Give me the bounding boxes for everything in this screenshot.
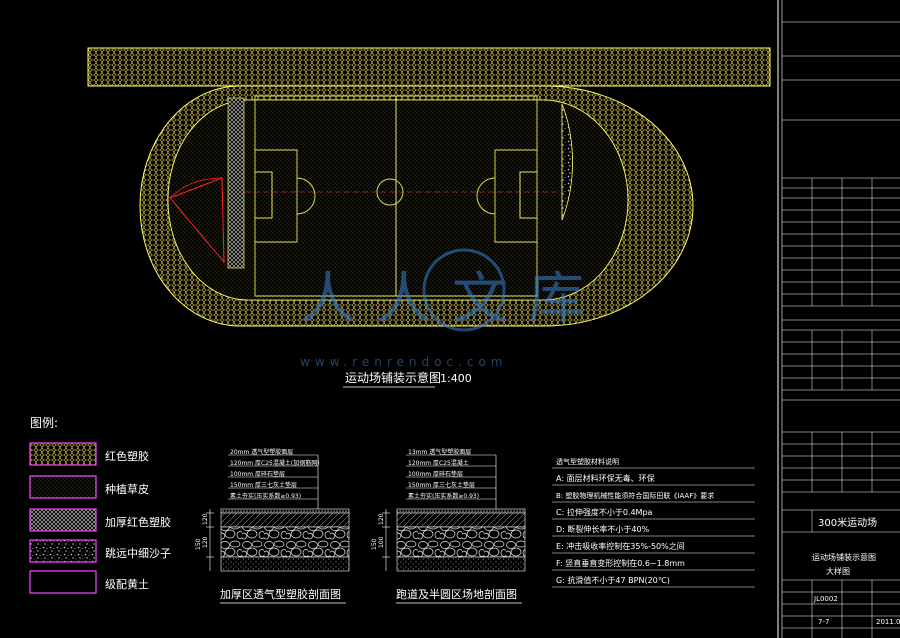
watermark-text: 人人文库 bbox=[300, 267, 604, 332]
notes-item: C: 拉伸强度不小于0.4Mpa bbox=[556, 507, 653, 517]
section-right-line: 120mm 厚C25混凝土 bbox=[408, 459, 469, 467]
section-left-leader bbox=[228, 454, 319, 512]
section-right-line: 13mm 透气型塑胶面层 bbox=[408, 448, 471, 456]
section-left: 20mm 透气型塑胶面层 120mm 厚C25混凝土(加钢筋网) 100mm 厚… bbox=[195, 448, 350, 604]
title-block bbox=[782, 21, 900, 638]
drawing-name-1: 运动场铺装示意图 bbox=[812, 552, 876, 562]
notes-item: F: 竖直垂直变形控制在0.6~1.8mm bbox=[556, 558, 685, 568]
section-left-line: 150mm 厚三七灰土垫层 bbox=[230, 481, 297, 489]
legend-swatch-grass bbox=[29, 475, 97, 499]
sand-pit bbox=[561, 103, 573, 221]
section-right: 13mm 透气型塑胶面层 120mm 厚C25混凝土 100mm 厚碎石垫层 1… bbox=[371, 448, 526, 604]
drawing-date: 2011.06 bbox=[876, 618, 900, 626]
section-right-dim: 120 bbox=[378, 513, 385, 525]
notes-item: E: 冲击吸收率控制在35%-50%之间 bbox=[556, 541, 685, 551]
legend-label: 红色塑胶 bbox=[105, 449, 149, 463]
section-right-caption: 跑道及半圆区场地剖面图 bbox=[396, 587, 517, 601]
notes-item: D: 断裂伸长率不小于40% bbox=[556, 524, 650, 534]
section-right-line: 素土夯实(压实系数≥0.93) bbox=[408, 492, 479, 500]
section-left-dim: 120 bbox=[202, 513, 209, 525]
section-right-dim: 150 bbox=[371, 538, 378, 550]
drawing-name-2: 大样图 bbox=[826, 566, 850, 576]
material-notes: 透气型塑胶材料说明 A: 面层材料环保无毒、环保 B: 塑胶物理机械性能须符合国… bbox=[552, 457, 755, 588]
legend: 图例: 红色塑胶 种植草皮 加厚红色塑胶 跳远中细沙子 级配黄土 bbox=[29, 416, 171, 594]
notes-item: B: 塑胶物理机械性能须符合国际田联《IAAF》要求 bbox=[556, 491, 714, 500]
plan-scale: 1:400 bbox=[440, 372, 472, 385]
legend-label: 跳远中细沙子 bbox=[105, 546, 171, 560]
section-left-line: 100mm 厚碎石垫层 bbox=[230, 470, 285, 478]
section-left-line: 20mm 透气型塑胶面层 bbox=[230, 448, 293, 456]
legend-label: 种植草皮 bbox=[105, 482, 149, 496]
section-right-line: 100mm 厚碎石垫层 bbox=[408, 470, 463, 478]
drawing-no: JL0002 bbox=[813, 595, 838, 603]
top-straight-band bbox=[87, 47, 771, 87]
football-pitch bbox=[245, 95, 560, 297]
watermark: 人人文库 www.renrendoc.com bbox=[300, 248, 604, 369]
notes-title: 透气型塑胶材料说明 bbox=[556, 457, 619, 466]
section-right-line: 150mm 厚三七灰土垫层 bbox=[408, 481, 475, 489]
section-left-caption: 加厚区透气型塑胶剖面图 bbox=[220, 587, 341, 601]
legend-swatch-soil bbox=[29, 570, 97, 594]
notes-item: A: 面层材料环保无毒、环保 bbox=[556, 473, 655, 483]
watermark-url: www.renrendoc.com bbox=[300, 355, 507, 369]
legend-label: 加厚红色塑胶 bbox=[105, 515, 171, 529]
thickened-rubber-strip bbox=[227, 97, 245, 269]
plan-title: 运动场铺装示意图 bbox=[345, 370, 441, 385]
project-name: 300米运动场 bbox=[818, 516, 877, 529]
legend-swatch-sand bbox=[29, 539, 97, 563]
legend-label: 级配黄土 bbox=[105, 577, 149, 591]
notes-item: G: 抗滑值不小于47 BPN(20℃) bbox=[556, 575, 670, 585]
section-left-dim: 120 bbox=[202, 536, 209, 548]
revision: 7-7 bbox=[818, 618, 829, 626]
section-left-line: 素土夯实(压实系数≥0.93) bbox=[230, 492, 301, 500]
sports-field-plan: 运动场铺装示意图 1:400 bbox=[87, 47, 771, 388]
section-left-dim: 150 bbox=[195, 538, 202, 550]
legend-swatch-red-rubber bbox=[29, 442, 97, 466]
legend-swatch-thick-rubber bbox=[29, 508, 97, 532]
drawing-frame bbox=[777, 0, 783, 638]
throwing-sector bbox=[169, 177, 225, 264]
title-block-text: 300米运动场 运动场铺装示意图 大样图 JL0002 7-7 2011.06 bbox=[812, 516, 900, 626]
section-right-dim: 100 bbox=[378, 536, 385, 548]
section-left-line: 120mm 厚C25混凝土(加钢筋网) bbox=[230, 459, 320, 467]
legend-title: 图例: bbox=[30, 416, 58, 430]
